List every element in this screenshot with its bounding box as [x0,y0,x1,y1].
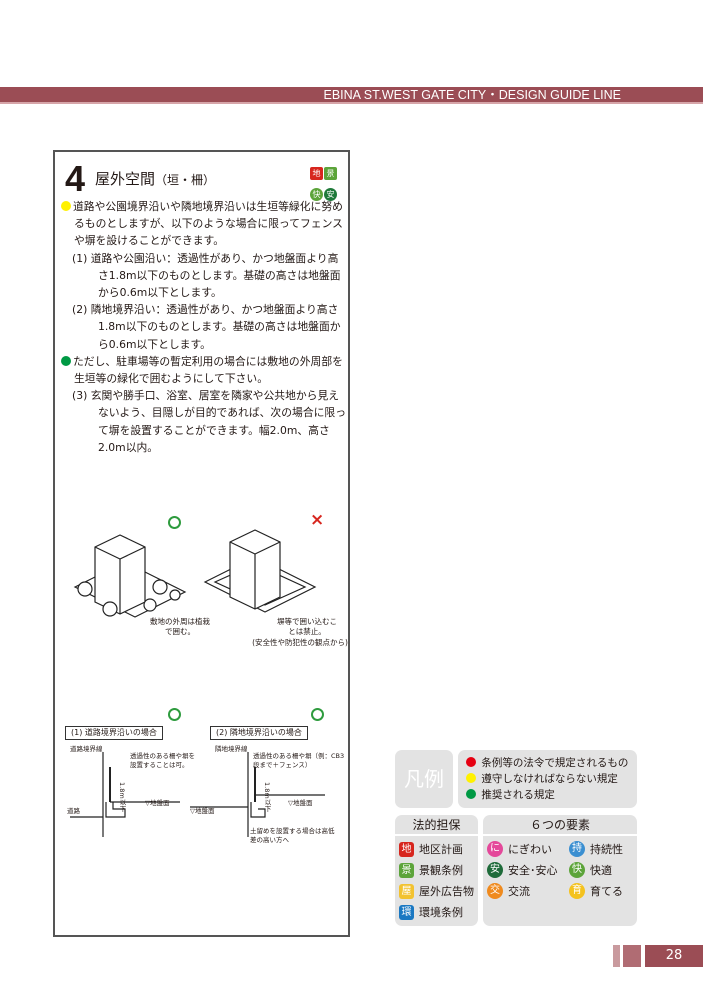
d2-retaining-note: 土留めを設置する場合は高低差の高い方へ [250,827,335,844]
element-item: 快快適 [569,862,612,878]
badge-anzen: 安 [324,188,337,201]
legal-box: 法的担保 地地区計画 景景観条例 屋屋外広告物 環環境条例 [395,815,478,926]
paragraph-1: 道路や公園境界沿いや隣地境界沿いは生垣等緑化に努めるものとしますが、以下のような… [61,198,346,250]
yellow-dot-icon [466,773,476,783]
element-label: 安全･安心 [508,864,558,877]
paragraph-2: ただし、駐車場等の暫定利用の場合には敷地の外周部を生垣等の緑化で囲むようにして下… [61,353,346,387]
d2-height: 1.8m以下 [263,782,271,812]
ok-mark-icon [168,708,181,721]
title-text: 屋外空間 [95,170,156,188]
element-label: 育てる [590,885,623,898]
koryu-icon: 交 [487,883,503,899]
sodateru-icon: 育 [569,883,585,899]
footer-deco [613,945,620,967]
footer-deco [623,945,641,967]
legal-title: 法的担保 [395,815,478,836]
building-illustrations [73,529,317,618]
element-label: にぎわい [508,843,552,856]
element-label: 交流 [508,885,530,898]
element-item: 安安全･安心 [487,862,558,878]
legal-item: 景景観条例 [399,862,463,878]
d1-note: 透過性のある柵や塀を設置することは可。 [130,752,195,769]
d2-ground-low: ▽地盤面 [190,807,215,815]
elements-title: ６つの要素 [483,815,637,836]
element-item: ににぎわい [487,841,552,857]
label-road: (1) 道路境界沿いの場合 [65,726,163,740]
d1-height: 1.8m以下 [118,782,126,812]
badge-chiku: 地 [310,167,323,180]
elements-box: ６つの要素 ににぎわい 持持続性 安安全･安心 快快適 交交流 育育てる [483,815,637,926]
element-item: 交交流 [487,883,530,899]
element-item: 持持続性 [569,841,623,857]
p1-text: 道路や公園境界沿いや隣地境界沿いは生垣等緑化に努めるものとしますが、以下のような… [73,200,343,248]
d1-boundary: 道路境界線 [70,745,103,753]
header-bar: EBINA ST.WEST GATE CITY・DESIGN GUIDE LIN… [0,87,703,104]
d1-road: 道路 [67,807,80,815]
legal-label: 景観条例 [419,864,463,877]
green-dot-icon [61,355,71,366]
legal-label: 屋外広告物 [419,885,474,898]
badge-kaiteki: 快 [310,188,323,201]
chiku-icon: 地 [399,841,414,857]
section-body: 道路や公園境界沿いや隣地境界沿いは生垣等緑化に努めるものとしますが、以下のような… [61,198,346,456]
legal-label: 地区計画 [419,843,463,856]
item-3: (3) 玄関や勝手口、浴室、居室を隣家や公共地から見えないよう、目隠しが目的であ… [72,389,347,454]
okugai-icon: 屋 [399,883,414,899]
rule-text: 推奨される規定 [481,789,555,801]
d2-ground-high: ▽地盤面 [288,799,313,807]
legend-title: 凡例 [404,767,444,791]
caption-ng-reason: (安全性や防犯性の観点から) [252,638,348,647]
rule-green: 推奨される規定 [466,787,629,803]
ok-mark-icon [311,708,324,721]
yellow-dot-icon [61,201,71,211]
rule-yellow: 遵守しなければならない規定 [466,771,629,787]
p2-text: ただし、駐車場等の暫定利用の場合には敷地の外周部を生垣等の緑化で囲むようにして下… [73,354,343,386]
rule-text: 条例等の法令で規定されるもの [481,757,629,769]
header-title: EBINA ST.WEST GATE CITY・DESIGN GUIDE LIN… [323,88,621,102]
d2-note: 透過性のある柵や塀（例：CB3段まで＋フェンス） [253,752,345,769]
green-dot-icon [466,789,476,799]
label-neighbor: (2) 隣地境界沿いの場合 [210,726,308,740]
rule-red: 条例等の法令で規定されるもの [466,755,629,771]
badge-keikan: 景 [324,167,337,180]
category-badges: 地景 快安 [310,161,342,203]
legal-item: 屋屋外広告物 [399,883,474,899]
d2-boundary: 隣地境界線 [215,745,248,753]
legend-rules: 条例等の法令で規定されるもの 遵守しなければならない規定 推奨される規定 [458,750,637,808]
rule-text: 遵守しなければならない規定 [481,773,618,785]
d1-ground: ▽地盤面 [145,799,170,807]
legal-label: 環境条例 [419,906,463,919]
jizoku-icon: 持 [569,841,585,857]
anzen-icon: 安 [487,862,503,878]
caption-ok: 敷地の外周は植栽で囲む。 [150,617,210,636]
nigiwai-icon: に [487,841,503,857]
keikan-icon: 景 [399,862,414,878]
ok-mark-icon [168,516,181,529]
legal-item: 環環境条例 [399,904,463,920]
page-number: 28 [645,945,703,967]
red-dot-icon [466,757,476,767]
section-diagrams [70,752,325,837]
title-sub: （垣・柵） [155,173,216,187]
element-label: 快適 [590,864,612,877]
element-item: 育育てる [569,883,623,899]
item-1: (1) 道路や公園沿い：透過性があり、かつ地盤面より高さ1.8m以下のものとしま… [72,251,341,300]
section-number: 4 [65,158,86,199]
kaiteki-icon: 快 [569,862,585,878]
kankyo-icon: 環 [399,904,414,920]
element-label: 持続性 [590,843,623,856]
caption-ng: 塀等で囲い込むことは禁止。 [277,617,337,636]
item-2: (2) 隣地境界沿い：透過性があり、かつ地盤面より高さ1.8m以下のものとします… [72,303,341,351]
section-title: 屋外空間（垣・柵） [95,168,215,189]
ng-mark-icon: × [310,510,325,530]
legal-item: 地地区計画 [399,841,463,857]
legend-title-box: 凡例 [395,750,453,808]
section-box: 4 屋外空間（垣・柵） 地景 快安 道路や公園境界沿いや隣地境界沿いは生垣等緑化… [53,150,350,937]
